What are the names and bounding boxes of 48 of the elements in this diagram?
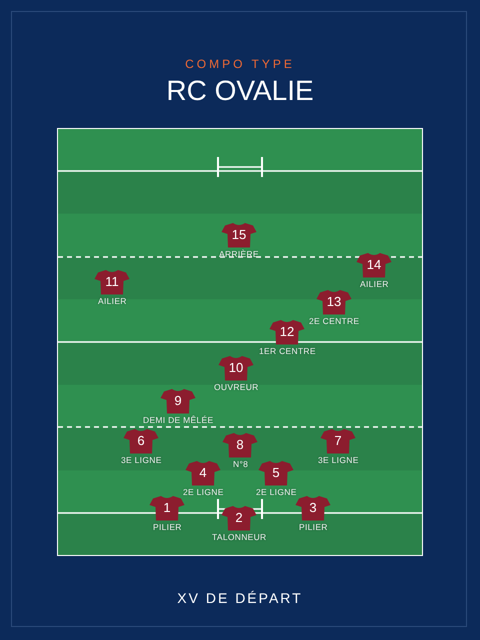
jersey-number: 8 <box>235 438 245 452</box>
player-jersey <box>160 388 196 414</box>
caption: XV DE DÉPART <box>177 590 303 606</box>
jersey-number: 5 <box>271 466 281 480</box>
player-jersey <box>185 460 221 486</box>
player-jersey <box>218 355 254 381</box>
jersey-number: 7 <box>333 434 343 448</box>
position-label: 3E LIGNE <box>121 455 162 465</box>
jersey-number: 4 <box>198 466 208 480</box>
player-jersey <box>221 222 257 248</box>
jersey-number: 6 <box>136 434 146 448</box>
jersey-number: 11 <box>104 275 120 289</box>
position-label: 2E LIGNE <box>256 487 297 497</box>
jersey-number: 12 <box>278 325 296 339</box>
position-label: PILIER <box>299 522 328 532</box>
player-jersey <box>222 432 258 458</box>
position-label: AILIER <box>360 279 389 289</box>
player-jersey <box>258 460 294 486</box>
position-label: ARRIÈRE <box>219 249 259 259</box>
position-label: 2E CENTRE <box>309 316 360 326</box>
position-label: DEMI DE MÊLÉE <box>143 415 214 425</box>
jersey-number: 2 <box>234 511 244 525</box>
jersey-number: 3 <box>308 501 318 515</box>
jersey-number: 1 <box>162 501 172 515</box>
player-jersey <box>123 428 159 454</box>
position-label: 2E LIGNE <box>183 487 224 497</box>
player-jersey <box>149 495 185 521</box>
position-label: AILIER <box>98 296 127 306</box>
jersey-number: 14 <box>366 258 382 272</box>
player-jersey <box>320 428 356 454</box>
position-label: 1ER CENTRE <box>259 346 316 356</box>
eyebrow-text: COMPO TYPE <box>185 57 295 71</box>
position-label: TALONNEUR <box>212 532 266 542</box>
player-jersey <box>221 505 257 531</box>
jersey-number: 13 <box>326 295 342 309</box>
position-label: OUVREUR <box>214 382 259 392</box>
position-label: PILIER <box>153 522 182 532</box>
player-jersey <box>316 289 352 315</box>
jersey-number: 9 <box>173 394 183 408</box>
jersey-number: 10 <box>228 361 244 375</box>
player-jersey <box>295 495 331 521</box>
position-label: 3E LIGNE <box>318 455 359 465</box>
position-label: N°8 <box>233 459 248 469</box>
jersey-number: 15 <box>230 228 248 242</box>
title: RC OVALIE <box>166 75 314 106</box>
player-jersey <box>269 319 305 345</box>
player-jersey <box>356 252 392 278</box>
player-jersey <box>94 269 130 295</box>
